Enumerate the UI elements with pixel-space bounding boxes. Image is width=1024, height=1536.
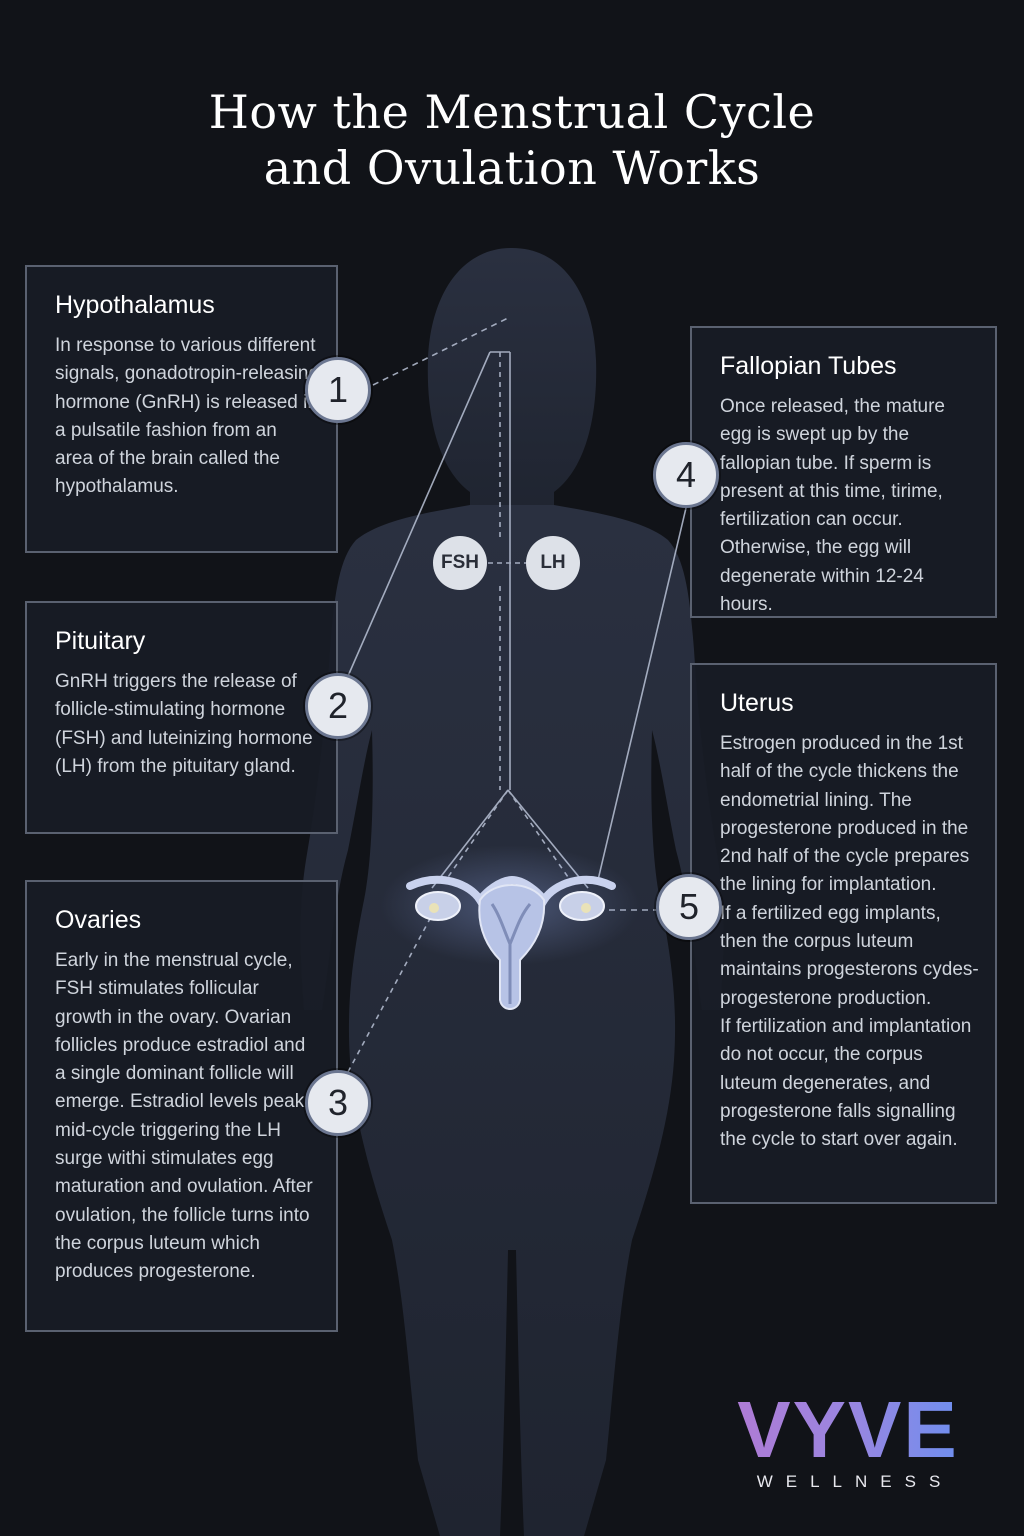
step-number-1: 1 xyxy=(305,357,371,423)
hypothalamus-card: Hypothalamus In response to various diff… xyxy=(25,265,338,553)
torso-silhouette xyxy=(300,505,724,1536)
fallopian-tubes-text: Once released, the mature egg is swept u… xyxy=(720,396,945,616)
ovaries-heading: Ovaries xyxy=(55,906,142,934)
step-number-5: 5 xyxy=(656,874,722,940)
page-title-line-2: and Ovulation Works xyxy=(263,141,761,195)
uterus-heading: Uterus xyxy=(720,689,794,717)
ovaries-text: Early in the menstrual cycle, FSH stimul… xyxy=(55,950,313,1283)
head-silhouette xyxy=(427,248,597,520)
step-number-4: 4 xyxy=(653,442,719,508)
uterus-text-2: If a fertilized egg implants, then the c… xyxy=(720,902,979,1009)
step-number-3: 3 xyxy=(305,1070,371,1136)
hypothalamus-heading: Hypothalamus xyxy=(55,291,215,319)
step-number-2: 2 xyxy=(305,673,371,739)
uterus-card: Uterus Estrogen produced in the 1st half… xyxy=(690,663,997,1204)
uterus-text-3: If fertilization and implantation do not… xyxy=(720,1015,972,1151)
fallopian-tubes-card: Fallopian Tubes Once released, the matur… xyxy=(690,326,997,618)
page-title-line-1: How the Menstrual Cycle xyxy=(208,85,816,139)
pituitary-card: Pituitary GnRH triggers the release of f… xyxy=(25,601,338,834)
pituitary-heading: Pituitary xyxy=(55,627,146,655)
vyve-wellness-logo: VYVE WELLNESS xyxy=(726,1390,970,1492)
ovaries-card: Ovaries Early in the menstrual cycle, FS… xyxy=(25,880,338,1332)
fsh-label: FSH xyxy=(433,536,487,590)
lh-label: LH xyxy=(526,536,580,590)
logo-wordmark: VYVE xyxy=(726,1390,970,1470)
pituitary-text: GnRH triggers the release of follicle-st… xyxy=(55,671,313,777)
uterus-text-1: Estrogen produced in the 1st half of the… xyxy=(720,733,970,896)
logo-subtitle: WELLNESS xyxy=(756,1472,954,1491)
hypothalamus-text: In response to various different signals… xyxy=(55,335,320,498)
uterus-illustration xyxy=(380,845,640,1010)
fallopian-tubes-heading: Fallopian Tubes xyxy=(720,352,897,380)
